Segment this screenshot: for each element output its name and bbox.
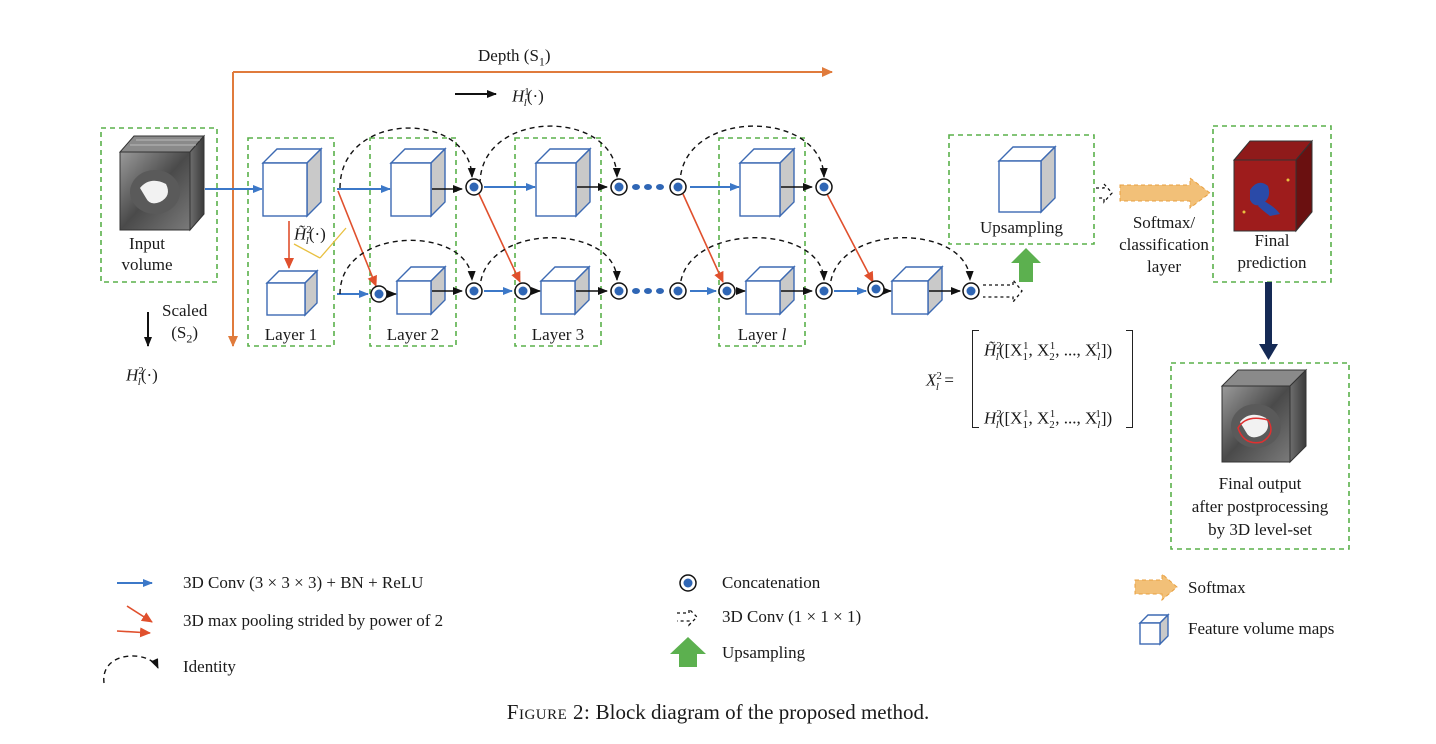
h1-label: H1l(·) xyxy=(512,86,544,110)
layer3-label: Layer 3 xyxy=(531,325,585,344)
input-volume-label: Input volume xyxy=(121,234,173,274)
concat-node xyxy=(370,285,388,303)
legend-feature-label: Feature volume maps xyxy=(1188,619,1335,638)
legend-pool-label: 3D max pooling strided by power of 2 xyxy=(183,611,444,630)
concat-node xyxy=(610,282,628,300)
cube-l3-top xyxy=(534,147,592,218)
legend-identity-icon xyxy=(103,655,159,684)
feature-cubes xyxy=(261,145,1170,646)
caption-prefix: Figure 2: xyxy=(506,700,591,724)
legend-softmax-label: Softmax xyxy=(1188,578,1246,597)
depth-axis xyxy=(228,67,833,347)
cube-l1-bottom xyxy=(265,269,319,317)
concat-node xyxy=(514,282,532,300)
upsampling-frame xyxy=(948,134,1095,245)
legend-upsampling-label: Upsampling xyxy=(722,643,806,662)
cube-l1-top xyxy=(261,147,323,218)
legend-identity-label: Identity xyxy=(183,657,236,676)
conv1-arrows xyxy=(983,182,1113,304)
equation-lhs: X2l = xyxy=(926,370,955,394)
pool-arrows xyxy=(284,190,874,287)
final-prediction-cube xyxy=(1232,139,1314,233)
cube-upsampling xyxy=(997,145,1057,214)
yellow-link-2 xyxy=(319,227,347,259)
legend-upsampling-icon xyxy=(670,637,706,667)
layer2-frame xyxy=(369,137,457,347)
concat-node xyxy=(465,282,483,300)
legend-cube xyxy=(1138,613,1170,646)
h2-label: H2l(·) xyxy=(126,365,158,389)
concat-node xyxy=(962,282,980,300)
layerl-frame xyxy=(718,137,806,347)
layer3-frame xyxy=(514,137,602,347)
final-prediction-label: Final prediction xyxy=(1237,231,1307,272)
upsampling-box-label: Upsampling xyxy=(979,218,1064,237)
legend-conv-label: 3D Conv (3 × 3 × 3) + BN + ReLU xyxy=(183,573,424,592)
input-volume-cube xyxy=(118,134,206,232)
concat-nodes xyxy=(370,178,980,303)
concat-node xyxy=(610,178,628,196)
cube-ll-bottom xyxy=(744,265,796,316)
concat-node xyxy=(465,178,483,196)
caption-text: Block diagram of the proposed method. xyxy=(590,700,930,724)
legend-conv1-icon xyxy=(677,607,698,627)
final-output-cube xyxy=(1220,368,1308,464)
cube-ll-top xyxy=(738,147,796,218)
yellow-link xyxy=(293,243,321,259)
layer1-label: Layer 1 xyxy=(264,325,318,344)
layer2-label: Layer 2 xyxy=(386,325,440,344)
conv-arrows xyxy=(205,183,867,298)
equation-bracket-left xyxy=(972,330,979,428)
legend-softmax-icon xyxy=(1134,572,1178,602)
concat-node xyxy=(718,282,736,300)
legend-icons xyxy=(103,572,1178,684)
final-output-label: Final output after postprocessing by 3D … xyxy=(1191,474,1329,539)
upsampling-arrow xyxy=(1011,248,1041,282)
equation-row1: H̃2l([X11, X21, ..., Xl1]) xyxy=(984,340,1113,364)
short-arrows xyxy=(387,183,961,298)
layerl-label: Layer l xyxy=(737,325,787,344)
equation-row2: H2l([X11, X21, ..., Xl1]) xyxy=(984,408,1113,432)
final-output-frame xyxy=(1170,362,1350,550)
cube-l2-top xyxy=(389,147,447,218)
concat-node xyxy=(867,280,885,298)
equation-bracket-right xyxy=(1126,330,1133,428)
depth-label: Depth (S1) xyxy=(478,46,551,69)
legend-concat-label: Concatenation xyxy=(722,573,821,592)
concat-node xyxy=(815,178,833,196)
cube-l3-bottom xyxy=(539,265,591,316)
input-frame xyxy=(100,127,218,283)
h2-tilde-label: H̃2l(·) xyxy=(294,224,326,248)
postprocess-arrow xyxy=(1259,282,1278,360)
concat-node xyxy=(669,178,687,196)
scaled-label: Scaled (S2) xyxy=(162,301,208,346)
concat-node xyxy=(815,282,833,300)
legend-pool-icon-2 xyxy=(116,627,151,638)
ellipsis-dots xyxy=(632,184,664,294)
softmax-arrow xyxy=(1119,177,1211,209)
legend-pool-icon xyxy=(126,605,153,623)
identity-arcs xyxy=(339,125,974,295)
legend-concat-icon xyxy=(679,574,697,592)
softmax-label: Softmax/ classification layer xyxy=(1119,213,1209,276)
figure-caption: Figure 2: Block diagram of the proposed … xyxy=(0,700,1436,725)
concat-node xyxy=(669,282,687,300)
legend-conv1-label: 3D Conv (1 × 1 × 1) xyxy=(722,607,862,626)
